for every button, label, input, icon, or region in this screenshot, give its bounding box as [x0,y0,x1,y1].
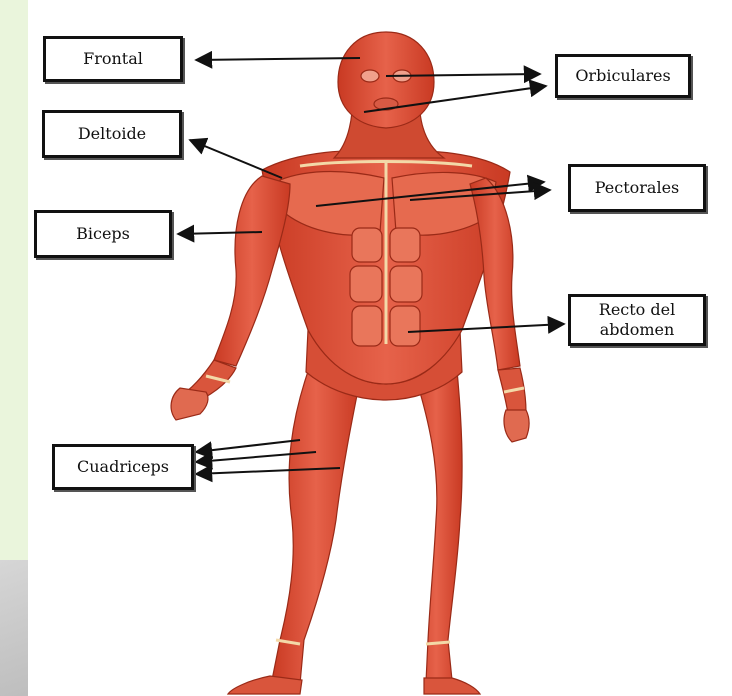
label-frontal-text: Frontal [83,49,143,69]
label-pectorales-text: Pectorales [595,178,680,198]
right-leg [410,360,462,682]
orbicular-left [361,70,379,82]
label-orbiculares: Orbiculares [555,54,691,98]
label-deltoide-text: Deltoide [78,124,146,144]
left-foot [228,676,302,694]
label-biceps-text: Biceps [76,224,130,244]
label-orbiculares-text: Orbiculares [575,66,670,86]
label-cuadriceps-text: Cuadriceps [77,457,169,477]
left-hand [171,388,208,420]
left-leg [272,360,360,684]
label-deltoide: Deltoide [42,110,182,158]
left-upper-arm [214,176,290,366]
right-foot [424,678,480,694]
label-recto-abdomen: Recto del abdomen [568,294,706,346]
label-frontal: Frontal [43,36,183,82]
label-recto-abdomen-text: Recto del abdomen [599,300,675,340]
head [338,32,434,128]
right-hand [504,410,529,442]
label-biceps: Biceps [34,210,172,258]
label-cuadriceps: Cuadriceps [52,444,194,490]
label-pectorales: Pectorales [568,164,706,212]
body [171,32,529,694]
